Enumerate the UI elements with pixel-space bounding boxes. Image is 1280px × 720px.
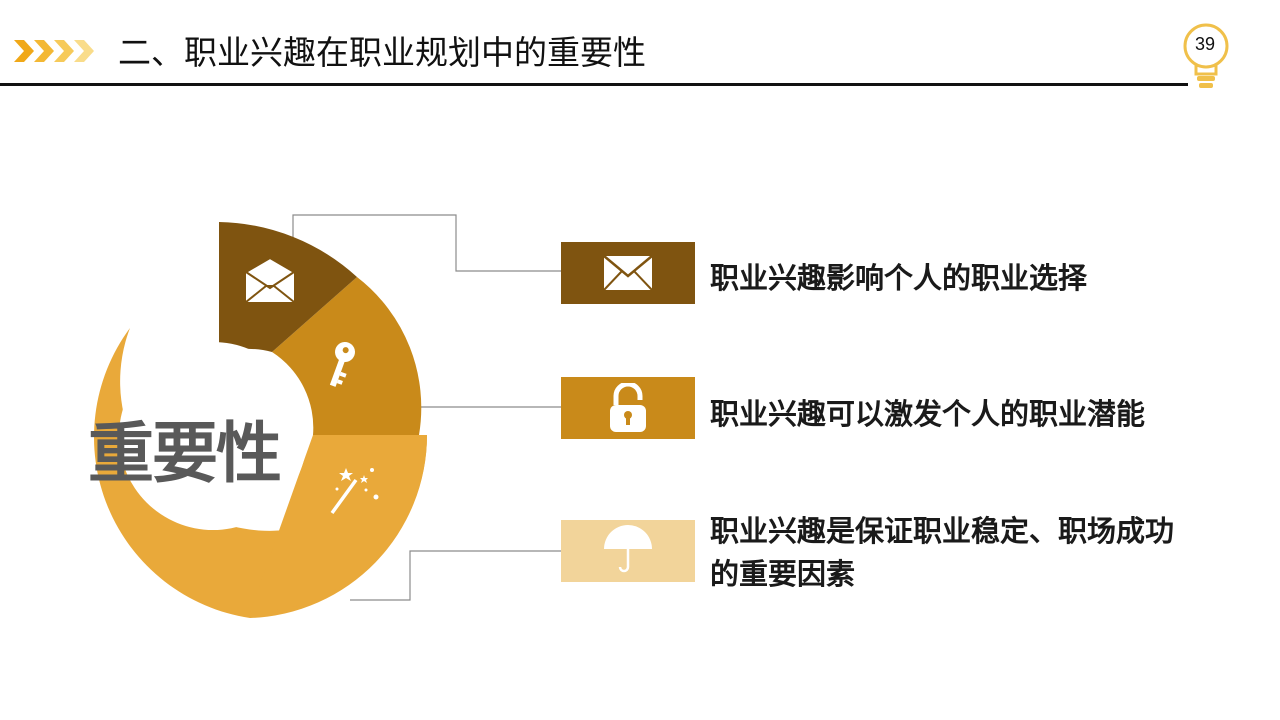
key-icon: [329, 342, 355, 387]
connector-line-1: [292, 214, 561, 272]
header-divider: [0, 83, 1188, 86]
center-circle: [119, 342, 307, 530]
point-text-career-choice: 职业兴趣影响个人的职业选择: [710, 261, 1088, 295]
envelope-icon: [603, 255, 653, 291]
point-text-career-potential: 职业兴趣可以激发个人的职业潜能: [710, 397, 1146, 431]
page-number: 39: [1194, 34, 1216, 54]
segment-light: [250, 435, 427, 612]
umbrella-icon: [604, 525, 652, 573]
point-icon-box-1: [561, 242, 695, 304]
slide-title: 二、职业兴趣在职业规划中的重要性: [118, 33, 646, 72]
center-label: 重要性: [88, 415, 282, 492]
lightbulb-icon: [1183, 23, 1229, 88]
padlock-icon: [610, 383, 646, 432]
chevron-arrows-icon: [14, 40, 94, 62]
slide-header: 二、职业兴趣在职业规划中的重要性 39: [0, 0, 1280, 90]
point-icon-box-3: [561, 520, 695, 582]
magic-wand-icon: [330, 468, 379, 515]
envelope-icon: [244, 256, 296, 303]
point-text-career-stability: 职业兴趣是保证职业稳定、职场成功的重要因素: [710, 514, 1175, 591]
point-icon-box-2: [561, 377, 695, 439]
connector-line-3: [350, 550, 561, 601]
